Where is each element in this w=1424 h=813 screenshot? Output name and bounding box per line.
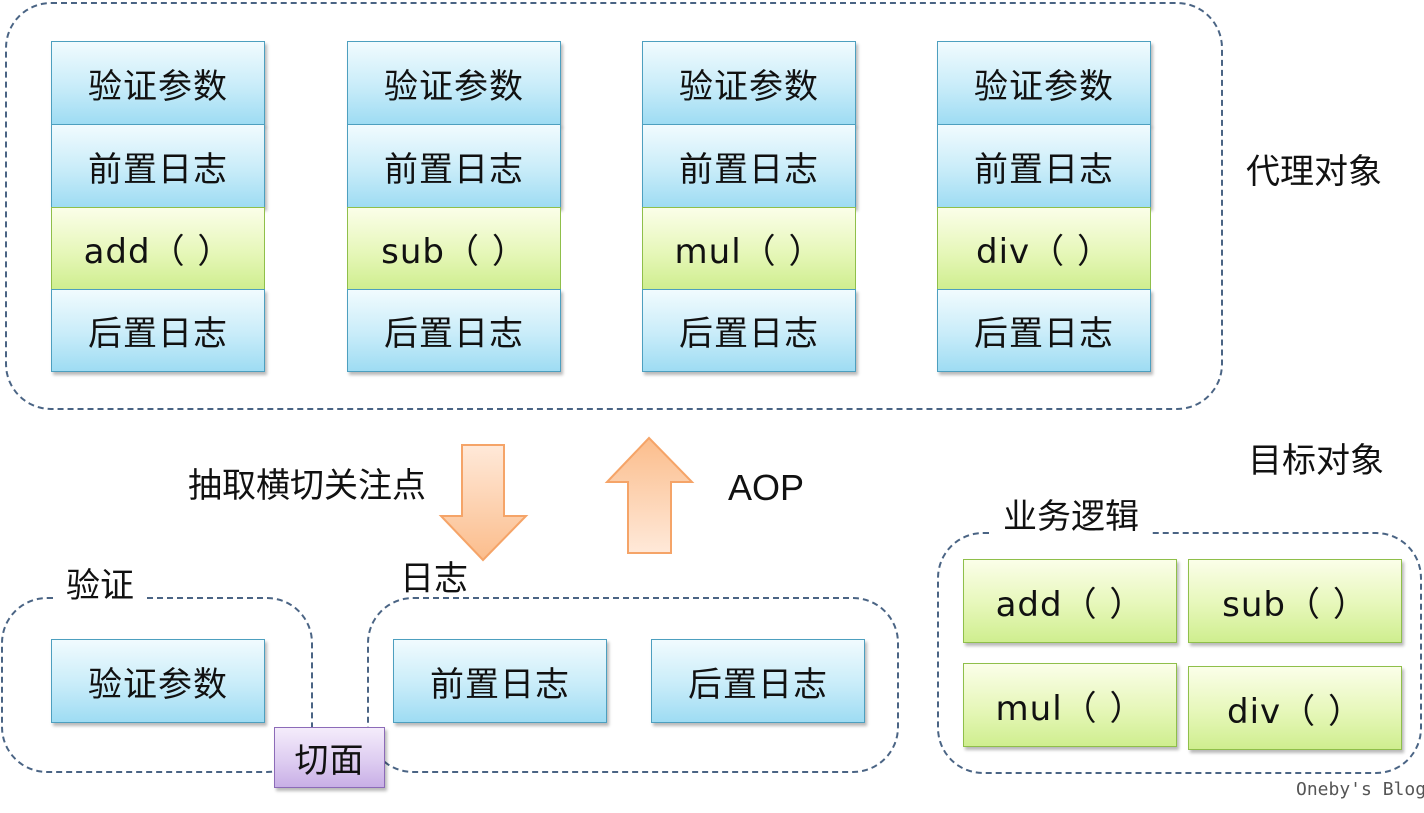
validation-group-label: 验证 — [56, 569, 144, 603]
log-group-label: 日志 — [390, 562, 478, 596]
arrow-up-aop — [604, 436, 695, 554]
proxy-col4-post-log: 后置日志 — [937, 289, 1151, 372]
aop-label: AOP — [728, 467, 805, 508]
aspect-post-log: 后置日志 — [651, 639, 865, 723]
proxy-col2-method: sub（ ） — [347, 207, 561, 290]
proxy-col1-pre-log: 前置日志 — [51, 124, 265, 208]
proxy-col4-validate: 验证参数 — [937, 41, 1151, 125]
proxy-col4-pre-log: 前置日志 — [937, 124, 1151, 208]
proxy-object-group — [5, 2, 1223, 410]
arrow-down-extract — [438, 444, 529, 562]
extract-crosscutting-label: 抽取横切关注点 — [188, 466, 426, 506]
proxy-col3-method: mul（ ） — [642, 207, 856, 290]
target-method-div: div（ ） — [1188, 666, 1402, 750]
target-method-add: add（ ） — [963, 559, 1177, 643]
proxy-object-label: 代理对象 — [1246, 152, 1382, 192]
validation-aspect-group — [1, 597, 313, 773]
proxy-col3-post-log: 后置日志 — [642, 289, 856, 372]
log-aspect-group — [367, 597, 899, 773]
business-logic-group — [937, 532, 1422, 774]
aspect-validate-params: 验证参数 — [51, 639, 265, 723]
proxy-col2-validate: 验证参数 — [347, 41, 561, 125]
blog-watermark: Oneby's Blog — [1296, 779, 1424, 800]
target-method-sub: sub（ ） — [1188, 559, 1402, 643]
target-object-label: 目标对象 — [1248, 441, 1384, 481]
proxy-col3-validate: 验证参数 — [642, 41, 856, 125]
proxy-col1-validate: 验证参数 — [51, 41, 265, 125]
proxy-col3-pre-log: 前置日志 — [642, 124, 856, 208]
business-logic-label: 业务逻辑 — [993, 500, 1149, 534]
aspect-box: 切面 — [274, 727, 385, 788]
proxy-col1-method: add（ ） — [51, 207, 265, 290]
proxy-col2-post-log: 后置日志 — [347, 289, 561, 372]
aspect-pre-log: 前置日志 — [393, 639, 607, 723]
proxy-col1-post-log: 后置日志 — [51, 289, 265, 372]
target-method-mul: mul（ ） — [963, 663, 1177, 747]
proxy-col2-pre-log: 前置日志 — [347, 124, 561, 208]
proxy-col4-method: div（ ） — [937, 207, 1151, 290]
